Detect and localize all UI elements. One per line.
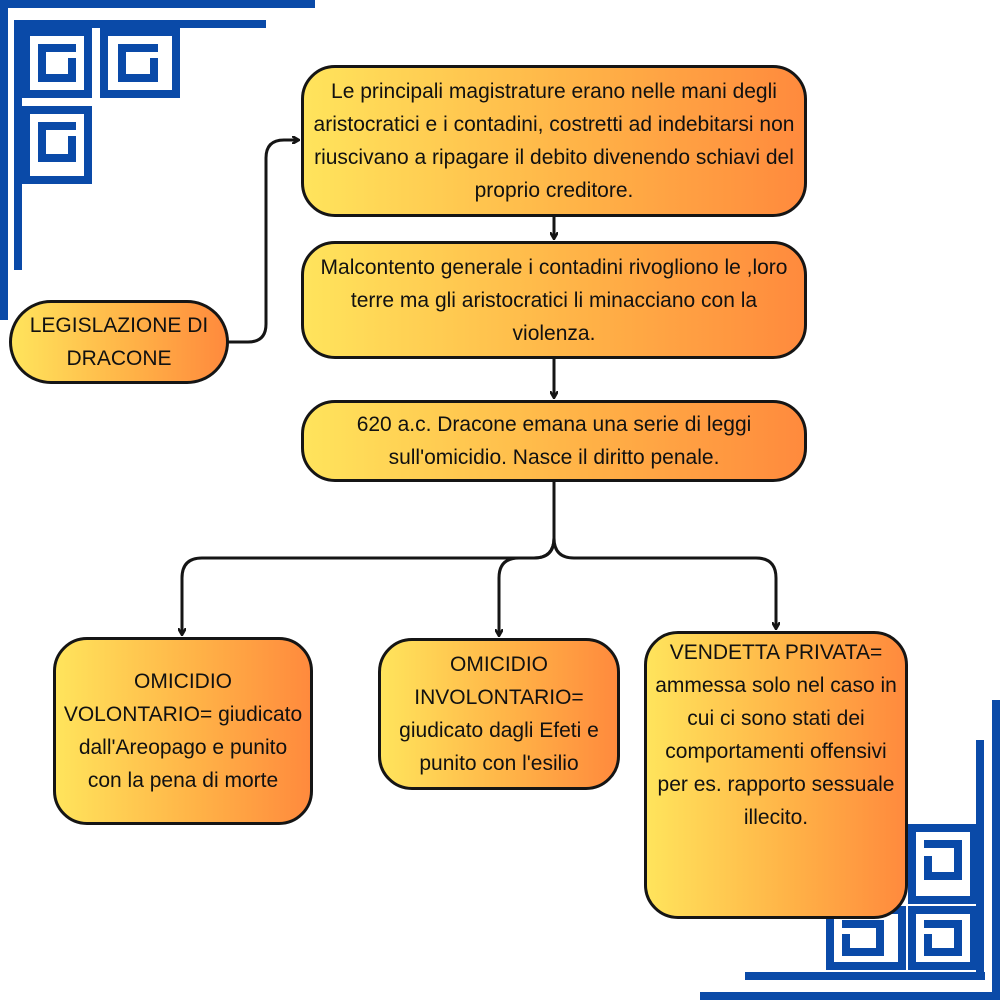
node-aristocratic-magistratures: Le principali magistrature erano nelle m… (301, 65, 807, 217)
node-vendetta-privata-text: VENDETTA PRIVATA= ammessa solo nel caso … (655, 641, 897, 829)
node-general-discontent: Malcontento generale i contadini rivogli… (301, 241, 807, 359)
node-omicidio-volontario-text: OMICIDIO VOLONTARIO= giudicato dall'Areo… (63, 670, 303, 792)
connector-laws-to-involuntary (499, 536, 556, 635)
node-draco-laws-text: 620 a.c. Dracone emana una serie di legg… (356, 413, 752, 469)
node-omicidio-involontario: OMICIDIO INVOLONTARIO= giudicato dagli E… (378, 638, 620, 790)
node-legislazione-di-dracone-text: LEGISLAZIONE DI DRACONE (29, 314, 209, 370)
node-vendetta-privata: VENDETTA PRIVATA= ammessa solo nel caso … (644, 631, 908, 919)
node-omicidio-volontario: OMICIDIO VOLONTARIO= giudicato dall'Areo… (53, 637, 313, 825)
connector-root-to-aristocrats (227, 140, 298, 344)
node-legislazione-di-dracone: LEGISLAZIONE DI DRACONE (9, 300, 229, 384)
node-aristocratic-magistratures-text: Le principali magistrature erano nelle m… (313, 80, 795, 202)
connector-laws-to-vendetta (552, 536, 776, 628)
node-draco-laws: 620 a.c. Dracone emana una serie di legg… (301, 400, 807, 482)
greek-key-border-top-left (0, 0, 315, 320)
node-general-discontent-text: Malcontento generale i contadini rivogli… (320, 255, 788, 345)
node-omicidio-involontario-text: OMICIDIO INVOLONTARIO= giudicato dagli E… (399, 653, 599, 775)
